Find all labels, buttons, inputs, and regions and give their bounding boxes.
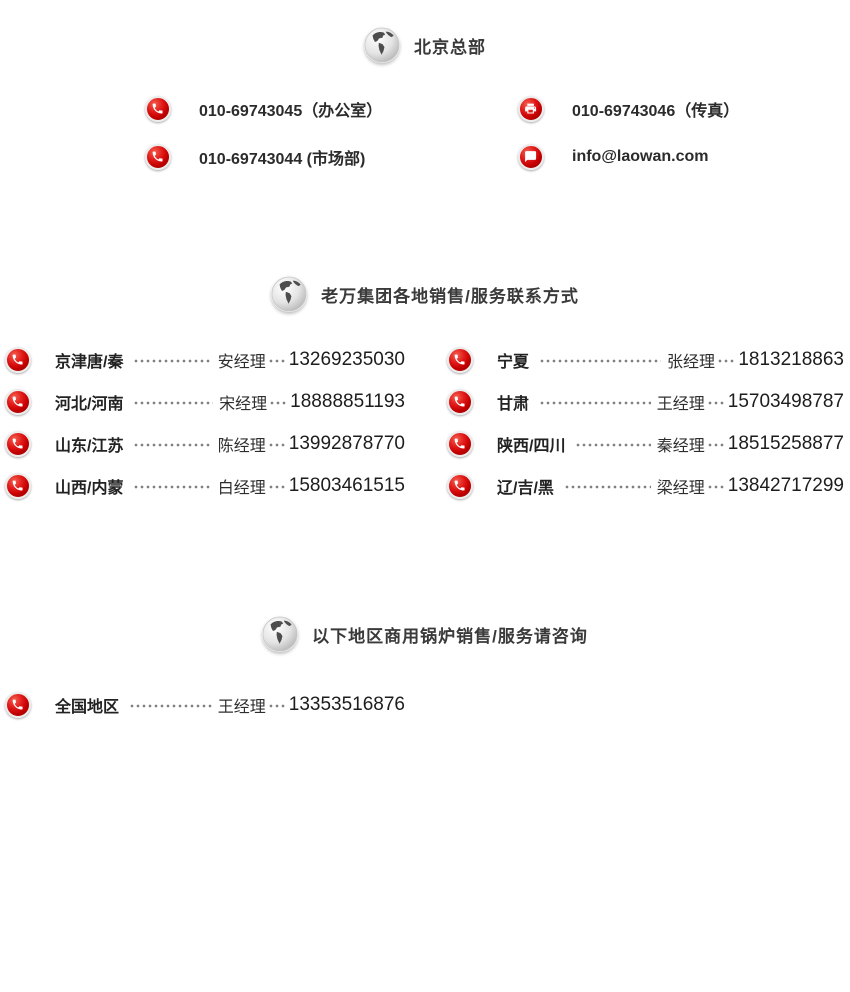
hq-contact-office: 010-69743045（办公室）	[145, 96, 518, 122]
regional-column-left: 京津唐/秦 安经理 13269235030 河北/河南 宋经理 18888851…	[5, 347, 405, 515]
dot-leader	[267, 441, 285, 449]
hq-contact-text: 010-69743044 (市场部)	[199, 151, 366, 168]
dot-leader	[133, 399, 214, 407]
hq-section-header: 北京总部	[0, 0, 850, 63]
manager-label: 安经理	[217, 354, 266, 371]
dot-leader	[133, 357, 212, 365]
contact-row: 陕西/四川 秦经理 18515258877	[447, 431, 844, 457]
dot-leader	[706, 441, 724, 449]
phone-icon	[145, 96, 171, 122]
region-label: 山西/内蒙	[55, 480, 124, 497]
phone-number: 13353516876	[288, 694, 405, 715]
hq-contact-email: info@laowan.com	[518, 144, 850, 170]
hq-contact-grid: 010-69743045（办公室） 010-69743046（传真） 010-6…	[145, 96, 850, 170]
phone-number: 18888851193	[290, 391, 405, 412]
manager-label: 白经理	[217, 480, 266, 497]
hq-contact-marketing: 010-69743044 (市场部)	[145, 144, 518, 170]
phone-icon	[447, 473, 473, 499]
phone-number: 15703498787	[727, 391, 844, 412]
contact-row: 河北/河南 宋经理 18888851193	[5, 389, 405, 415]
dot-leader	[563, 483, 651, 491]
contact-row: 京津唐/秦 安经理 13269235030	[5, 347, 405, 373]
dot-leader	[706, 483, 724, 491]
national-title: 以下地区商用锅炉销售/服务请咨询	[312, 626, 588, 646]
hq-contact-fax: 010-69743046（传真）	[518, 96, 850, 122]
manager-label: 宋经理	[219, 396, 268, 413]
contact-row: 山西/内蒙 白经理 15803461515	[5, 473, 405, 499]
phone-number: 13992878770	[288, 433, 405, 454]
dot-leader	[539, 357, 661, 365]
region-label: 陕西/四川	[497, 438, 566, 455]
dot-leader	[129, 702, 212, 710]
phone-icon	[5, 347, 31, 373]
phone-number: 1813218863	[738, 349, 844, 370]
dot-leader	[133, 483, 212, 491]
phone-icon	[5, 431, 31, 457]
phone-number: 13269235030	[288, 349, 405, 370]
dot-leader	[706, 399, 724, 407]
manager-label: 梁经理	[656, 480, 705, 497]
manager-label: 王经理	[217, 699, 266, 716]
dot-leader	[269, 399, 287, 407]
hq-contact-text: info@laowan.com	[572, 148, 709, 165]
phone-icon	[5, 473, 31, 499]
phone-icon	[5, 389, 31, 415]
hq-contact-text: 010-69743045（办公室）	[199, 103, 383, 120]
region-label: 山东/江苏	[55, 438, 124, 455]
phone-icon	[447, 389, 473, 415]
region-label: 全国地区	[55, 699, 120, 716]
region-label: 宁夏	[497, 354, 530, 371]
contact-row: 山东/江苏 陈经理 13992878770	[5, 431, 405, 457]
hq-contact-text: 010-69743046（传真）	[572, 103, 740, 120]
regional-section-header: 老万集团各地销售/服务联系方式	[0, 276, 850, 312]
dot-leader	[575, 441, 651, 449]
dot-leader	[133, 441, 212, 449]
national-contact: 全国地区 王经理 13353516876	[5, 692, 405, 718]
contact-row: 宁夏 张经理 1813218863	[447, 347, 844, 373]
phone-number: 13842717299	[727, 475, 844, 496]
phone-icon	[447, 431, 473, 457]
phone-number: 15803461515	[288, 475, 405, 496]
dot-leader	[267, 702, 285, 710]
globe-icon	[364, 27, 400, 63]
contact-row: 全国地区 王经理 13353516876	[5, 692, 405, 718]
manager-label: 秦经理	[656, 438, 705, 455]
regional-column-right: 宁夏 张经理 1813218863 甘肃 王经理 15703498787 陕西/…	[447, 347, 850, 515]
manager-label: 王经理	[656, 396, 705, 413]
fax-icon	[518, 96, 544, 122]
regional-contacts-grid: 京津唐/秦 安经理 13269235030 河北/河南 宋经理 18888851…	[5, 347, 850, 515]
globe-icon	[262, 616, 298, 652]
dot-leader	[717, 357, 734, 365]
national-section-header: 以下地区商用锅炉销售/服务请咨询	[0, 616, 850, 652]
region-label: 京津唐/秦	[55, 354, 124, 371]
regional-title: 老万集团各地销售/服务联系方式	[321, 286, 579, 306]
phone-number: 18515258877	[727, 433, 844, 454]
chat-icon	[518, 144, 544, 170]
region-label: 河北/河南	[55, 396, 124, 413]
dot-leader	[267, 357, 285, 365]
contact-row: 甘肃 王经理 15703498787	[447, 389, 844, 415]
dot-leader	[539, 399, 651, 407]
phone-icon	[145, 144, 171, 170]
manager-label: 陈经理	[217, 438, 266, 455]
manager-label: 张经理	[666, 354, 715, 371]
region-label: 辽/吉/黑	[497, 480, 554, 497]
phone-icon	[447, 347, 473, 373]
dot-leader	[267, 483, 285, 491]
hq-title: 北京总部	[414, 37, 486, 57]
globe-icon	[271, 276, 307, 312]
region-label: 甘肃	[497, 396, 530, 413]
contact-row: 辽/吉/黑 梁经理 13842717299	[447, 473, 844, 499]
phone-icon	[5, 692, 31, 718]
